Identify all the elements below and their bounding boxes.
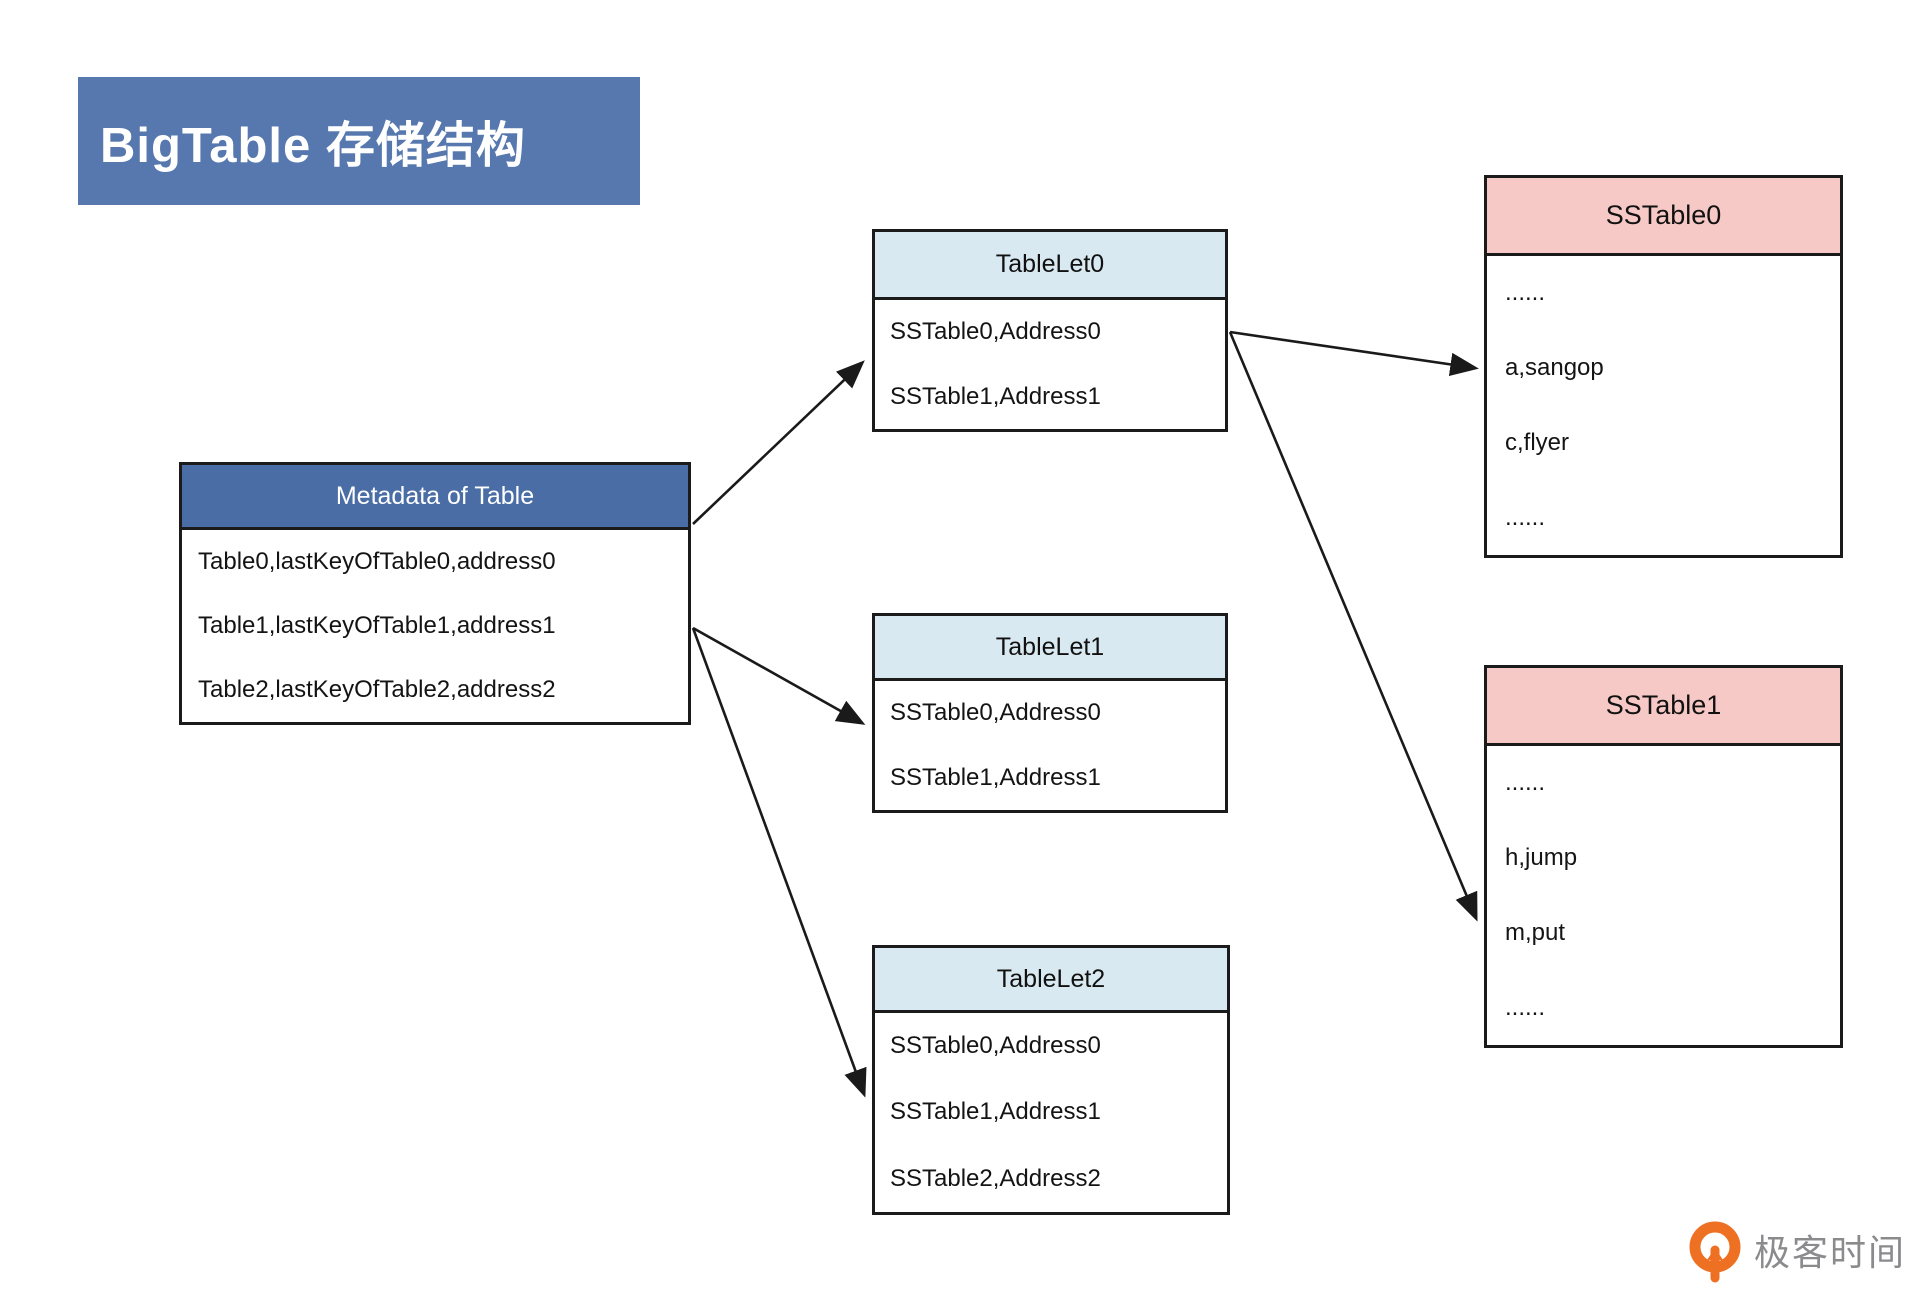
metadata-table-body: Table0,lastKeyOfTable0,address0 Table1,l… [182,530,688,722]
arrow-metadata-to-tablelet1 [692,626,866,725]
arrow-metadata-to-tablelet2 [691,627,867,1098]
sstable0-body: ...... a,sangop c,flyer ...... [1487,256,1840,555]
table-row: SSTable2,Address2 [890,1164,1101,1192]
sstable0-header: SSTable0 [1487,178,1840,256]
geektime-logo-text: 极客时间 [1754,1232,1907,1273]
page-title: BigTable 存储结构 [78,77,640,205]
geektime-logo-icon [1689,1221,1741,1283]
table-row: m,put [1505,918,1566,946]
table-row: h,jump [1505,844,1578,872]
table-row: SSTable1,Address1 [890,1098,1101,1126]
table-row: Table2,lastKeyOfTable2,address2 [198,676,556,703]
table-row: a,sangop [1505,354,1604,382]
tablelet1-body: SSTable0,Address0 SSTable1,Address1 [875,681,1225,810]
tablelet1-box: TableLet1 SSTable0,Address0 SSTable1,Add… [872,613,1228,813]
table-row: SSTable1,Address1 [890,763,1101,791]
table-row: SSTable0,Address0 [890,318,1101,346]
sstable1-box: SSTable1 ...... h,jump m,put ...... [1484,665,1843,1048]
arrow-metadata-to-tablelet0 [692,360,865,525]
tablelet2-box: TableLet2 SSTable0,Address0 SSTable1,Add… [872,945,1230,1215]
tablelet0-box: TableLet0 SSTable0,Address0 SSTable1,Add… [872,229,1228,432]
table-row: ...... [1505,503,1546,531]
arrow-tablelet0-to-sstable0 [1229,330,1479,376]
table-row: Table0,lastKeyOfTable0,address0 [198,548,556,575]
tablelet1-header: TableLet1 [875,616,1225,681]
tablelet2-body: SSTable0,Address0 SSTable1,Address1 SSTa… [875,1013,1227,1212]
table-row: c,flyer [1505,428,1570,456]
metadata-table-header: Metadata of Table [182,465,688,530]
table-row: ...... [1505,769,1546,797]
arrow-tablelet0-to-sstable1 [1228,331,1478,922]
table-row: SSTable1,Address1 [890,382,1101,410]
sstable0-box: SSTable0 ...... a,sangop c,flyer ...... [1484,175,1843,558]
tablelet2-header: TableLet2 [875,948,1227,1013]
table-row: SSTable0,Address0 [890,699,1101,727]
table-row: Table1,lastKeyOfTable1,address1 [198,612,556,639]
sstable1-body: ...... h,jump m,put ...... [1487,746,1840,1045]
sstable1-header: SSTable1 [1487,668,1840,746]
geektime-logo: 极客时间 [1686,1220,1906,1286]
tablelet0-body: SSTable0,Address0 SSTable1,Address1 [875,300,1225,429]
metadata-table-box: Metadata of Table Table0,lastKeyOfTable0… [179,462,691,725]
table-row: ...... [1505,993,1546,1021]
table-row: SSTable0,Address0 [890,1032,1101,1060]
table-row: ...... [1505,279,1546,307]
tablelet0-header: TableLet0 [875,232,1225,300]
